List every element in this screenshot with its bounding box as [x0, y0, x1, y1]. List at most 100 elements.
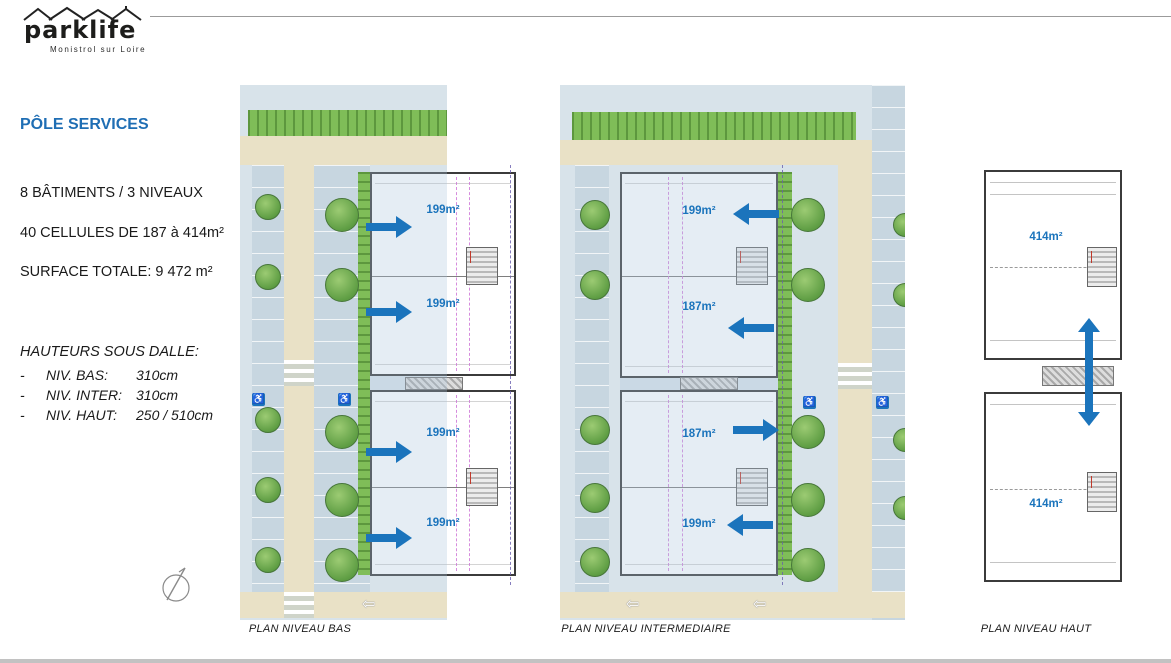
cell-area-label: 414m²	[1029, 231, 1063, 243]
joint-line	[456, 395, 457, 571]
planting-strip	[778, 172, 792, 575]
wheelchair-glyph: ♿	[803, 397, 816, 408]
tree-icon	[791, 198, 825, 232]
alignment-line	[510, 165, 511, 585]
tree-icon	[325, 198, 359, 232]
vertical-link-arrow-icon	[1078, 318, 1100, 426]
entrance-arrow-icon	[733, 419, 779, 441]
tree-icon	[580, 200, 610, 230]
tree-icon	[791, 268, 825, 302]
parklife-logo: parklife Monistrol sur Loire	[20, 4, 160, 56]
tree-icon	[791, 415, 825, 449]
plan-caption-haut: PLAN NIVEAU HAUT	[980, 623, 1092, 635]
height-value: 310cm	[136, 387, 179, 403]
traffic-arrow-icon: ⇦	[753, 596, 767, 613]
plan-niveau-intermediaire: ⇦ ⇦ ♿ ♿ 199m² 187m² 187m² 199m²	[560, 85, 905, 620]
wall-line	[375, 401, 511, 402]
roof-line	[990, 267, 1116, 268]
accessible-parking-icon: ♿	[803, 396, 816, 409]
roof-line	[990, 340, 1116, 341]
plan-niveau-haut: 414m² 414m²	[980, 168, 1132, 586]
grass-median	[248, 110, 447, 136]
wall-line	[375, 564, 511, 565]
north-arrow-icon	[162, 567, 190, 602]
fact-buildings: 8 BÂTIMENTS / 3 NIVEAUX	[20, 185, 203, 201]
crosswalk	[284, 592, 314, 618]
fact-surface: SURFACE TOTALE: 9 472 m²	[20, 264, 213, 280]
height-label: NIV. HAUT:	[46, 407, 118, 423]
entrance-arrow-icon	[728, 317, 774, 339]
stair-core	[736, 468, 768, 506]
height-row-bas: - NIV. BAS: 310cm	[20, 367, 178, 383]
tree-icon	[580, 415, 610, 445]
cell-area-label: 199m²	[426, 298, 460, 310]
plan-caption-inter: PLAN NIVEAU INTERMEDIAIRE	[561, 623, 731, 635]
wall-line	[625, 366, 773, 367]
tree-icon	[791, 483, 825, 517]
tree-icon	[580, 547, 610, 577]
height-row-haut: - NIV. HAUT: 250 / 510cm	[20, 407, 213, 423]
stair-core	[1087, 472, 1117, 512]
rooftops-icon	[23, 6, 142, 21]
crosswalk	[284, 360, 314, 386]
tree-icon	[255, 547, 281, 573]
traffic-arrow-icon: ⇦	[626, 596, 640, 613]
cell-area-label: 187m²	[682, 428, 716, 440]
stair-core	[736, 247, 768, 285]
building-block	[620, 172, 778, 378]
road-bottom	[240, 592, 447, 618]
accessible-parking-icon: ♿	[252, 393, 265, 406]
cell-area-label: 199m²	[426, 517, 460, 529]
cell-area-label: 199m²	[682, 205, 716, 217]
plan-caption-bas: PLAN NIVEAU BAS	[248, 623, 352, 635]
stair-core	[466, 468, 498, 506]
stair-core	[1087, 247, 1117, 287]
building-connector	[680, 377, 738, 390]
roof-line	[990, 194, 1116, 195]
crosswalk	[838, 363, 872, 389]
road-bottom	[560, 592, 905, 618]
roof-line	[990, 182, 1116, 183]
road-horizontal	[560, 140, 905, 165]
cell-divider	[622, 276, 776, 277]
alignment-line	[782, 165, 783, 585]
grass-median	[572, 112, 856, 140]
height-value: 250 / 510cm	[136, 407, 214, 423]
accessible-parking-icon: ♿	[338, 393, 351, 406]
height-row-inter: - NIV. INTER: 310cm	[20, 387, 178, 403]
joint-line	[668, 395, 669, 571]
tree-icon	[255, 194, 281, 220]
entrance-arrow-icon	[727, 514, 773, 536]
roof-line	[990, 489, 1116, 490]
cell-area-label: 199m²	[682, 518, 716, 530]
joint-line	[456, 177, 457, 371]
cell-area-label: 199m²	[426, 427, 460, 439]
building-block	[370, 172, 516, 376]
wall-line	[625, 401, 773, 402]
dash: -	[20, 367, 25, 383]
plan-niveau-bas: ⇦ ♿ ♿ 199m² 199m² 199m² 199m²	[240, 85, 520, 620]
wheelchair-glyph: ♿	[338, 394, 351, 405]
wall-line	[375, 364, 511, 365]
building-block	[620, 390, 778, 576]
road-horizontal	[240, 136, 447, 165]
parking-strip-left	[252, 165, 284, 592]
slide-bottom-border	[0, 659, 1171, 663]
cell-area-label: 199m²	[426, 204, 460, 216]
logo-subtitle: Monistrol sur Loire	[50, 45, 147, 54]
parking-strip-left	[575, 165, 609, 592]
page-title: PÔLE SERVICES	[20, 116, 149, 133]
height-label: NIV. BAS:	[46, 367, 108, 383]
cell-divider	[622, 487, 776, 488]
roof-line	[990, 562, 1116, 563]
stair-core	[466, 247, 498, 285]
joint-line	[668, 177, 669, 373]
height-value: 310cm	[136, 367, 179, 383]
entrance-arrow-icon	[366, 301, 412, 323]
height-label: NIV. INTER:	[46, 387, 122, 403]
roof-line	[990, 404, 1116, 405]
building-block	[984, 170, 1122, 360]
wheelchair-glyph: ♿	[876, 397, 889, 408]
cell-divider	[372, 487, 514, 488]
building-connector	[405, 377, 463, 390]
